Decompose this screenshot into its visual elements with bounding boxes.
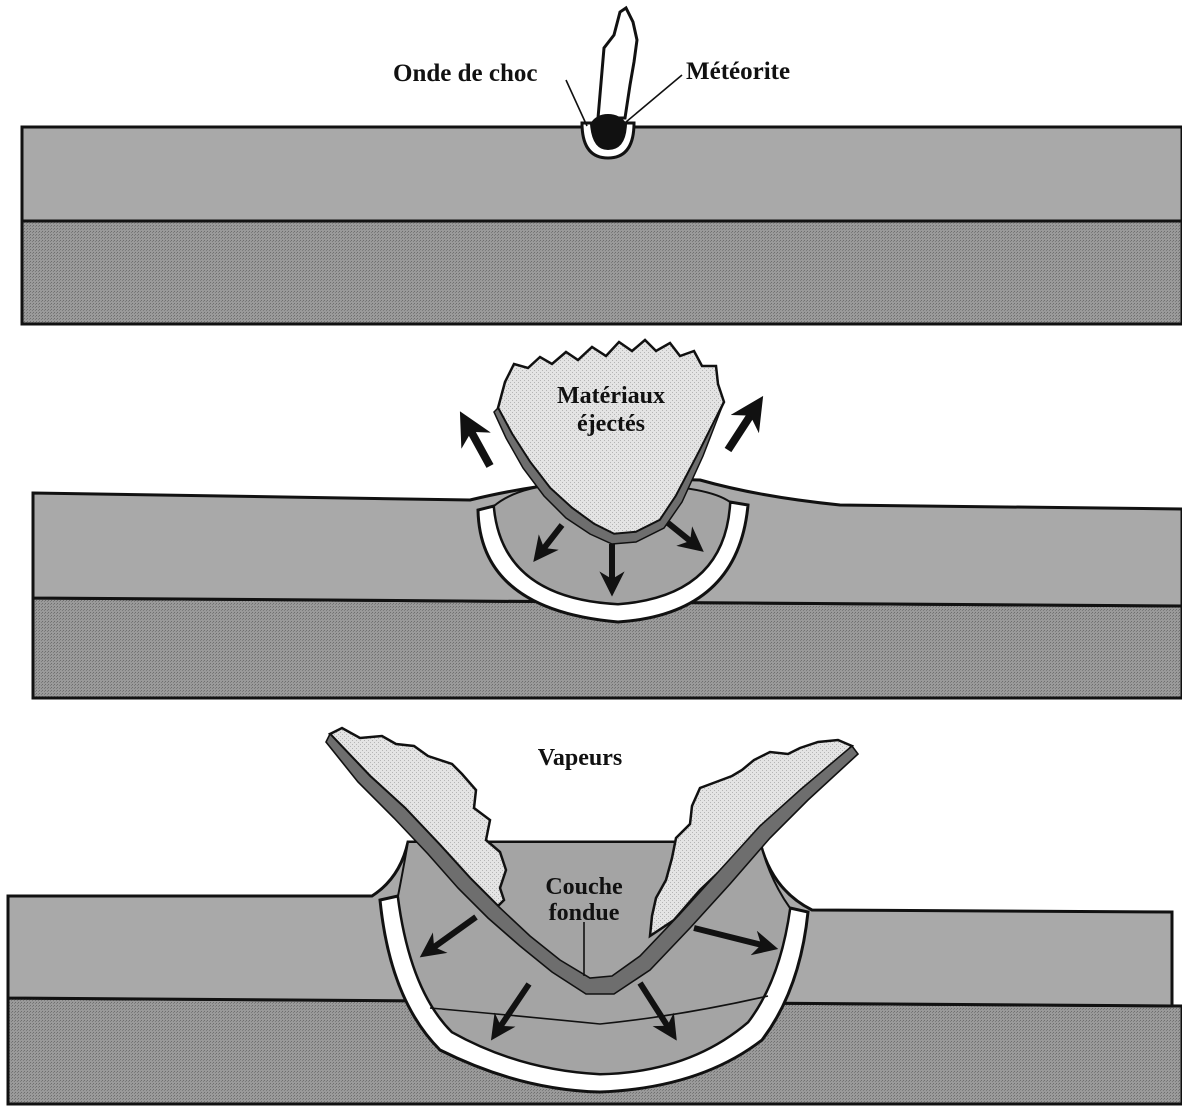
ejection-arrow-right [728, 410, 754, 450]
meteorite-trail [598, 8, 637, 118]
melt-layer-label-line1: Couche [545, 874, 623, 900]
panel-modification-stage: Vapeurs Couche fondue [8, 728, 1182, 1104]
shock-wave-label: Onde de choc [393, 60, 537, 87]
meteorite-leader [626, 75, 682, 122]
melt-layer-label-line2: fondue [549, 900, 620, 926]
ejecta-label-line2: éjectés [577, 411, 645, 437]
ejection-arrow-left [468, 426, 490, 466]
shock-wave-leader [566, 80, 587, 126]
panel-contact-stage: Onde de choc Météorite [22, 8, 1182, 324]
panel-excavation-stage: Matériaux éjectés [33, 340, 1182, 698]
lower-rock-layer [22, 221, 1182, 324]
meteorite-label: Météorite [686, 58, 790, 85]
vapors-label: Vapeurs [538, 745, 622, 771]
ejecta-label-line1: Matériaux [557, 383, 665, 409]
